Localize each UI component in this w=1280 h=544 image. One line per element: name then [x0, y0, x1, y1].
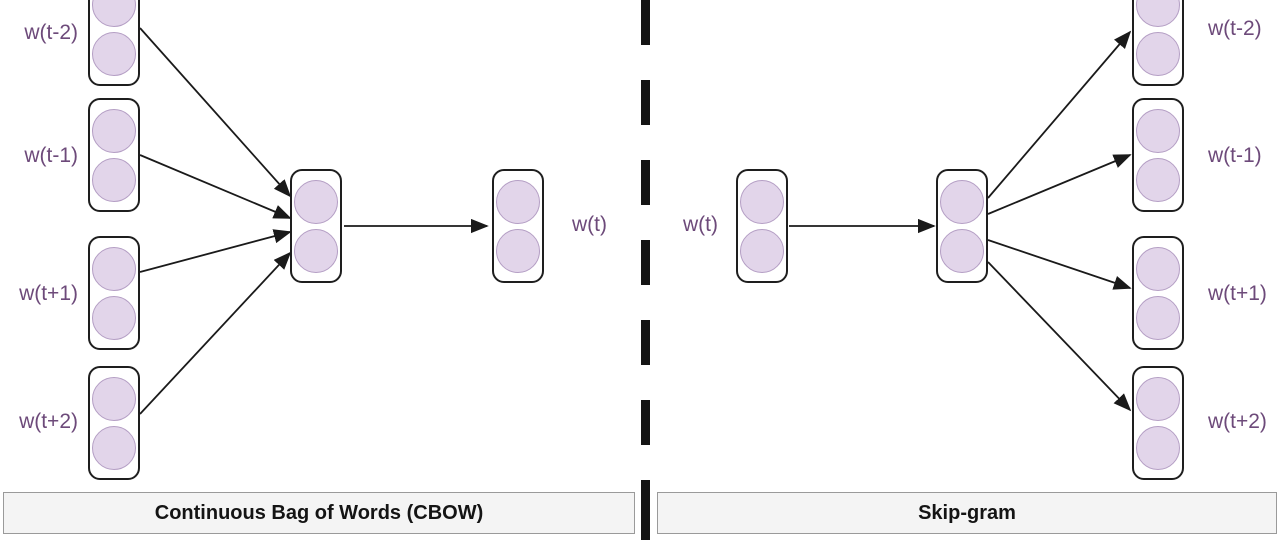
neuron	[1136, 157, 1180, 202]
skipgram-output-label-2: w(t-1)	[1208, 144, 1262, 167]
skipgram-output-box-3[interactable]	[1132, 236, 1184, 350]
cbow-input-label-3: w(t+1)	[19, 282, 78, 305]
neuron	[92, 295, 136, 340]
neuron	[1136, 31, 1180, 76]
skipgram-output-label-3: w(t+1)	[1208, 282, 1267, 305]
arrow-cbow-in-1	[139, 27, 292, 198]
cbow-output-label: w(t)	[572, 213, 607, 236]
skipgram-caption: Skip-gram	[657, 492, 1277, 534]
neuron	[940, 179, 984, 224]
neuron	[940, 228, 984, 273]
neuron	[740, 179, 784, 224]
skipgram-output-box-1[interactable]	[1132, 0, 1184, 86]
skipgram-hidden-box[interactable]	[936, 169, 988, 283]
arrow-cbow-in-4	[139, 251, 292, 415]
section-divider-foot	[641, 492, 650, 540]
neuron	[294, 179, 338, 224]
neuron	[496, 179, 540, 224]
skipgram-output-box-4[interactable]	[1132, 366, 1184, 480]
neuron	[1136, 0, 1180, 27]
cbow-input-label-2: w(t-1)	[24, 144, 78, 167]
skipgram-input-label: w(t)	[683, 213, 718, 236]
neuron	[92, 157, 136, 202]
arrow-skip-out-1	[987, 30, 1132, 199]
neuron	[1136, 425, 1180, 470]
cbow-hidden-box[interactable]	[290, 169, 342, 283]
arrow-skip-out-3	[987, 239, 1132, 290]
cbow-input-box-2[interactable]	[88, 98, 140, 212]
neuron	[92, 108, 136, 153]
neuron	[740, 228, 784, 273]
section-divider	[641, 0, 650, 492]
arrow-skip-out-2	[987, 154, 1132, 215]
skipgram-output-label-1: w(t-2)	[1208, 17, 1262, 40]
cbow-input-box-4[interactable]	[88, 366, 140, 480]
neuron	[1136, 376, 1180, 421]
cbow-output-box[interactable]	[492, 169, 544, 283]
skipgram-input-box[interactable]	[736, 169, 788, 283]
neuron	[1136, 295, 1180, 340]
arrow-cbow-in-2	[139, 154, 292, 219]
cbow-input-box-1[interactable]	[88, 0, 140, 86]
arrow-skip-out-4	[987, 261, 1132, 412]
cbow-input-box-3[interactable]	[88, 236, 140, 350]
arrow-cbow-in-3	[139, 229, 292, 273]
neuron	[1136, 246, 1180, 291]
neuron	[92, 0, 136, 27]
neuron	[92, 31, 136, 76]
cbow-input-label-4: w(t+2)	[19, 410, 78, 433]
neuron	[92, 425, 136, 470]
skipgram-output-box-2[interactable]	[1132, 98, 1184, 212]
neuron	[92, 376, 136, 421]
cbow-input-label-1: w(t-2)	[24, 21, 78, 44]
neuron	[496, 228, 540, 273]
skipgram-output-label-4: w(t+2)	[1208, 410, 1267, 433]
neuron	[92, 246, 136, 291]
neuron	[294, 228, 338, 273]
neuron	[1136, 108, 1180, 153]
cbow-caption: Continuous Bag of Words (CBOW)	[3, 492, 635, 534]
